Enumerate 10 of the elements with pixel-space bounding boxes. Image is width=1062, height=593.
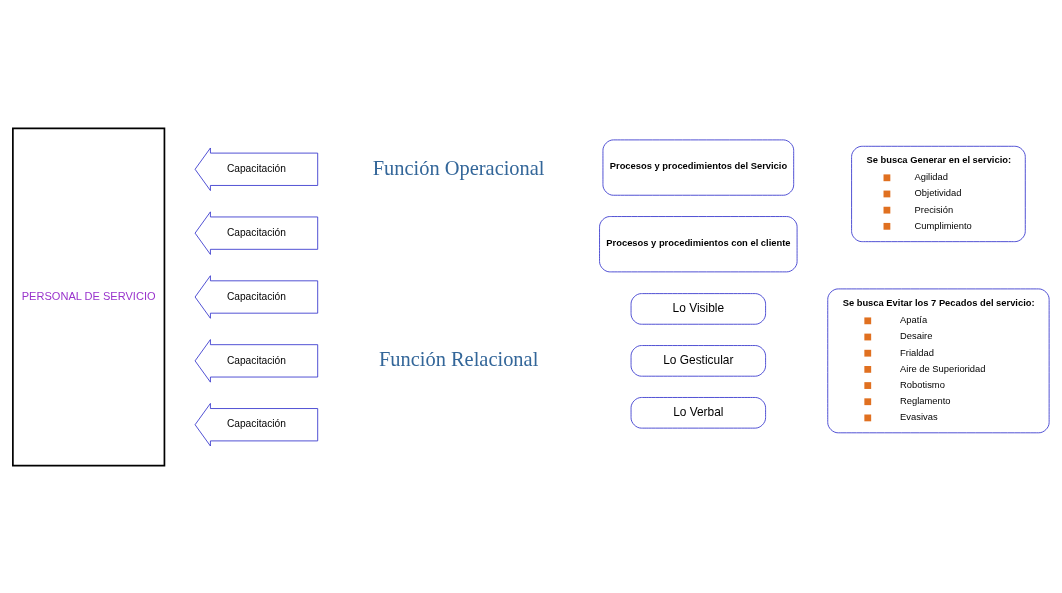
node-box: Procesos y procedimientos del Servicio: [602, 138, 795, 196]
label: Función Operacional: [372, 156, 545, 179]
node-box: Se busca Generar en el servicio: Agilidad Objetividad Precisión Cumplimiento: [851, 145, 1026, 242]
node-box: Lo Gesticular: [630, 344, 766, 377]
node-box: PERSONAL DE SERVICIO: [12, 127, 166, 466]
node-box: Lo Verbal: [630, 396, 766, 429]
label: Función Relacional: [378, 347, 539, 370]
node-box: Se busca Evitar los 7 Pecados del servicio: Apatía Desaire Frialdad Aire de Superioridad Robotismo Reglamento Evasivas: [827, 288, 1050, 433]
node-box: Lo Visible: [630, 292, 766, 325]
node-box: Procesos y procedimientos con el cliente: [599, 215, 798, 272]
